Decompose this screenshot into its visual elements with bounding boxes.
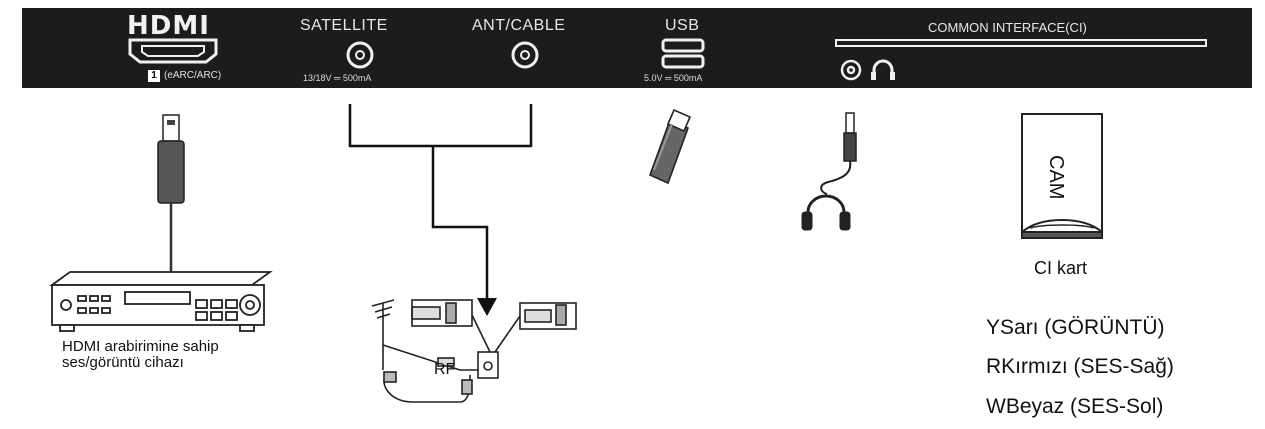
dvd-player-icon (49, 271, 273, 332)
hdmi-logo: HDMI (127, 11, 210, 41)
coax-port-icon (840, 59, 862, 81)
hdmi-port-icon (128, 38, 218, 64)
satellite-label: SATELLITE (300, 17, 388, 34)
legend-red: RKırmızı (SES-Sağ) (986, 355, 1174, 378)
rf-label: RF (434, 361, 456, 378)
hdmi-cable (157, 114, 185, 272)
hdmi-port-mode: 1(eARC/ARC) (148, 70, 221, 82)
hdmi-port-number: 1 (148, 70, 160, 82)
rf-connection-lines (348, 104, 533, 298)
usb-label: USB (665, 17, 700, 34)
satellite-spec: 13/18V ═ 500mA (303, 73, 372, 83)
ant-cable-label: ANT/CABLE (472, 17, 566, 34)
legend-white: WBeyaz (SES-Sol) (986, 395, 1164, 418)
cam-label: CAM (1045, 155, 1067, 199)
cam-card-icon (1021, 113, 1103, 239)
usb-spec: 5.0V ═ 500mA (644, 73, 703, 83)
headphones-icon (801, 112, 857, 231)
arrow-icon (477, 298, 497, 316)
coax-port-icon (511, 41, 539, 69)
coax-port-icon (346, 41, 374, 69)
headphone-icon (871, 59, 895, 80)
usb-port-icon (661, 38, 705, 69)
legend-yellow: YSarı (GÖRÜNTÜ) (986, 316, 1165, 339)
usb-stick-icon (648, 108, 692, 185)
ci-slot (835, 39, 1207, 47)
ci-label: COMMON INTERFACE(CI) (928, 20, 1087, 35)
hdmi-device-caption: HDMI arabirimine sahip ses/görüntü cihaz… (62, 338, 219, 371)
antenna-icon (371, 299, 577, 403)
tv-back-panel (22, 8, 1252, 88)
ci-card-caption: CI kart (1034, 258, 1088, 278)
